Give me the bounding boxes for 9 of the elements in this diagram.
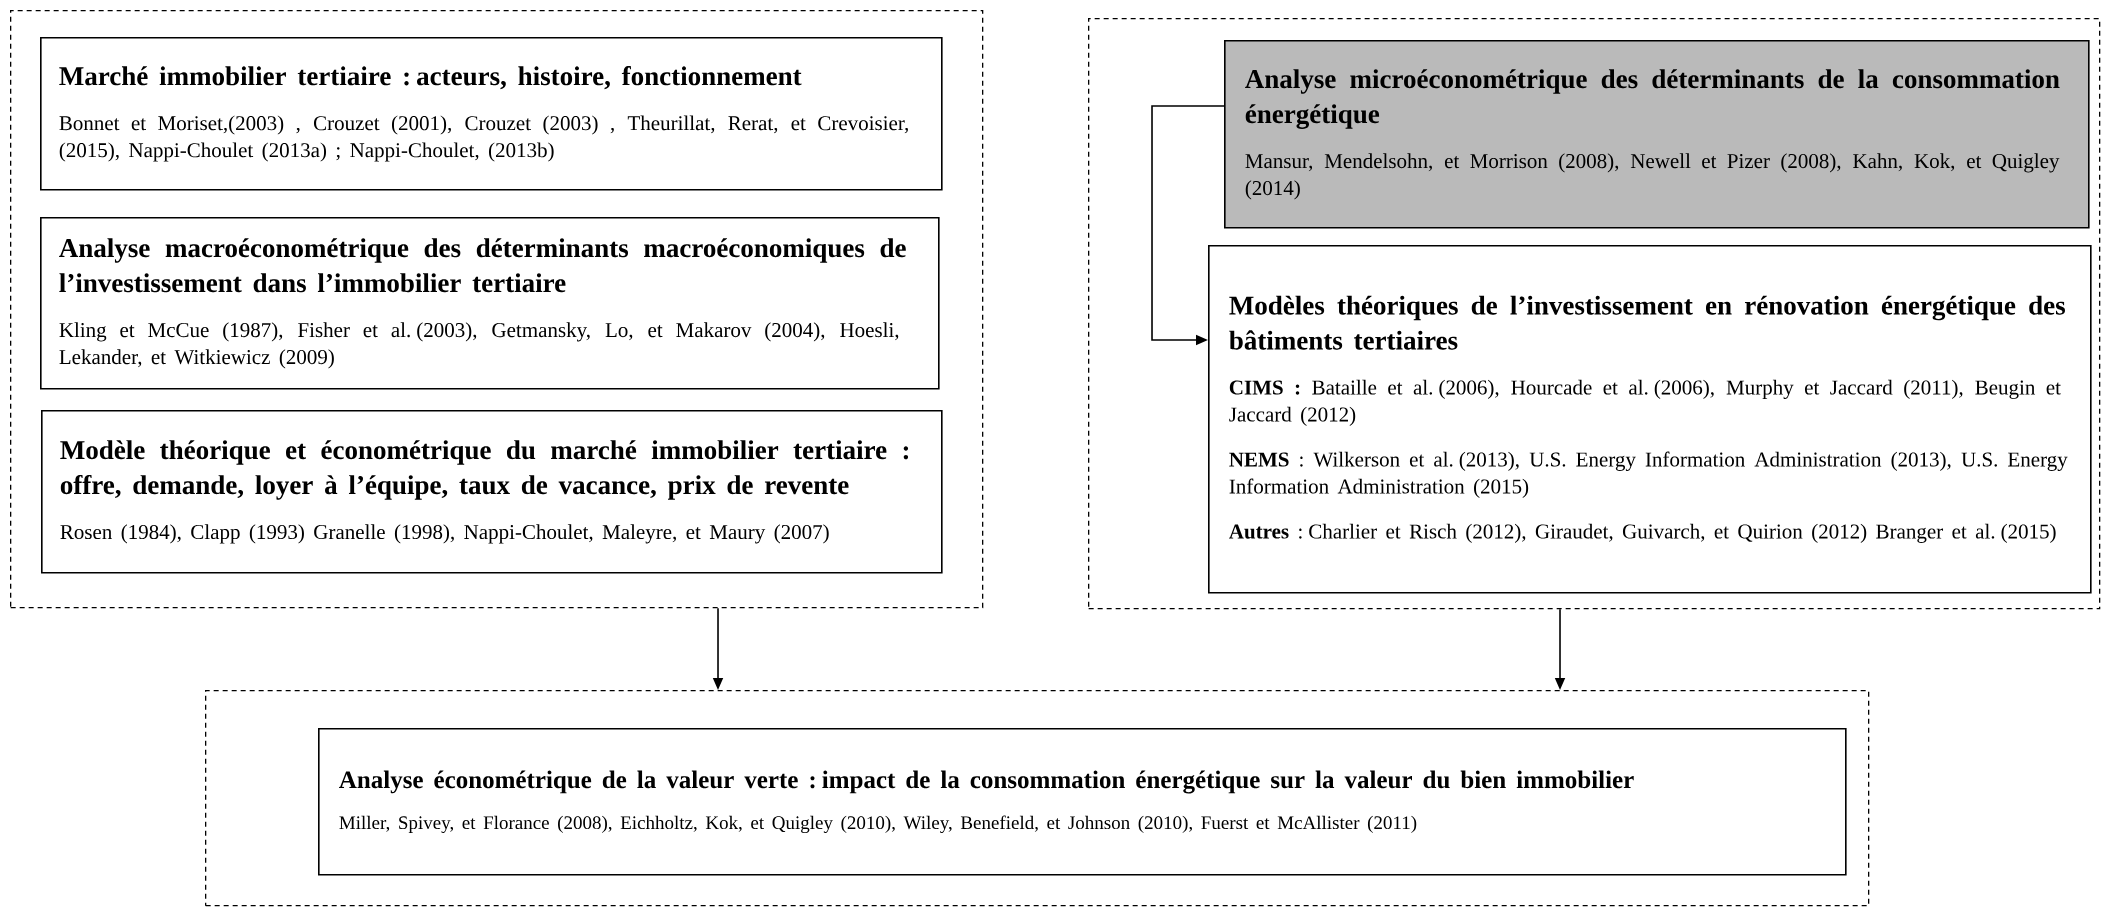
dashed-frame	[10, 10, 984, 609]
text-box: Analyse microéconométrique des déterminants de la consommation énergétique Mansur, Mendelsohn, et Morrison (2008), Newell et Pizer (2008), Kahn, Kok, et Quigley (2014)	[1224, 40, 2090, 229]
text-box: Analyse économétrique de la valeur verte : impact de la consommation énergétique sur la valeur du bien immobilier Miller, Spivey, et Florance (2008), Eichholtz, Kok, et Quigley (2010), Wiley, Benefield, et Johnson (2010), Fuerst et McAllister (2011)	[318, 728, 1847, 876]
text-box: Modèle théorique et économétrique du marché immobilier tertiaire : offre, demande, loyer à l’équipe, taux de vacance, prix de revente Rosen (1984), Clapp (1993) Granelle (1998), Nappi-Choulet, Maleyre, et Maury (2007)	[41, 410, 943, 574]
text-box: Modèles théoriques de l’investissement en rénovation énergétique des bâtiments tertiaires CIMS : Bataille et al. (2006), Hourcade et al. (2006), Murphy et Jaccard (2011), Beugin et Jaccard (2012) NEMS : Wilkerson et al. (2013), U.S. Energy Information Administration (2013), U.S. Energy Information Administration (2015) Autres : Charlier et Risch (2012), Giraudet, Guivarch, et Quirion (2012) Branger et al. (2015)	[1208, 245, 2092, 594]
dashed-frame	[205, 690, 1870, 907]
text-box: Analyse macroéconométrique des déterminants macroéconomiques de l’investissement dans l’immobilier tertiaire Kling et McCue (1987), Fisher et al. (2003), Getmansky, Lo, et Makarov (2004), Hoesli, Lekander, et Witkiewicz (2009)	[40, 217, 940, 390]
dashed-frame	[1088, 18, 2101, 610]
text-box: Marché immobilier tertiaire : acteurs, histoire, fonctionnement Bonnet et Moriset,(2003) , Crouzet (2001), Crouzet (2003) , Theurillat, Rerat, et Crevoisier, (2015), Nappi-Choulet (2013a) ; Nappi-Choulet, (2013b)	[40, 37, 943, 191]
